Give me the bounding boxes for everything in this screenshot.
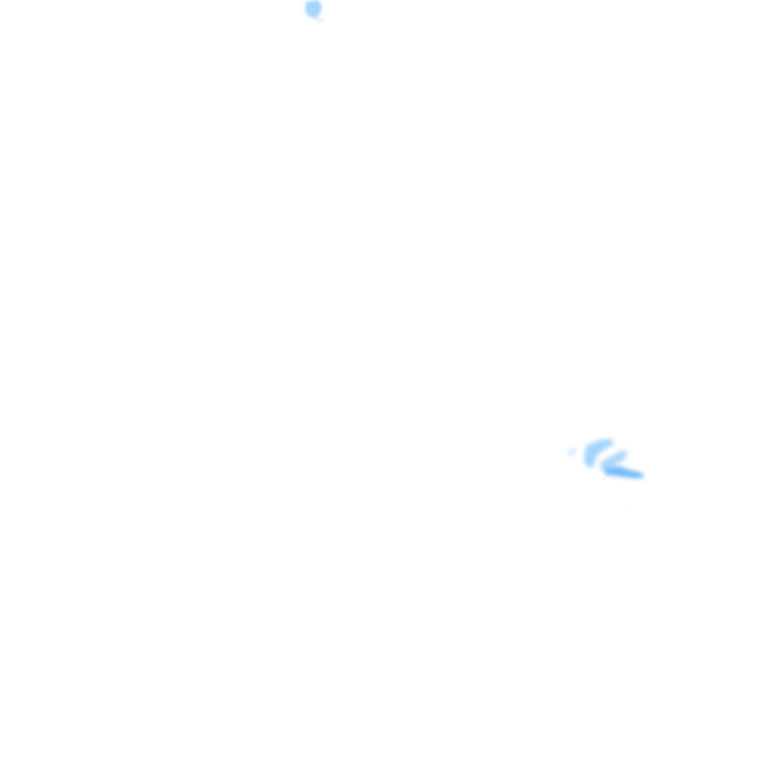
precip-speck-1 (603, 478, 605, 480)
precip-speck-2 (624, 509, 626, 511)
precip-cell-east-small (566, 448, 577, 456)
precip-cell-top-trail (312, 16, 326, 22)
precip-echo-top (305, 0, 326, 22)
precip-cell-east-upper (584, 439, 614, 468)
precip-cell-top-core (305, 0, 322, 18)
precip-echo-cluster-east (566, 439, 644, 478)
precip-cell-east-mid (600, 450, 628, 472)
precip-cell-east-band (604, 466, 644, 478)
